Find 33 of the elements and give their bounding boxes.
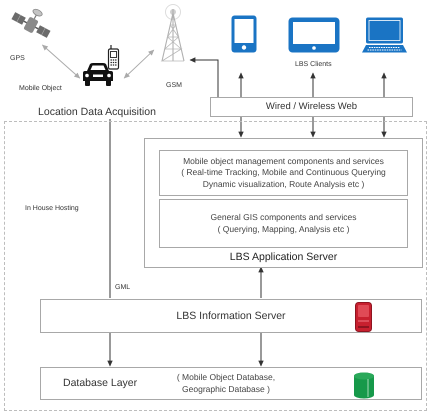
arrow xyxy=(258,266,264,298)
bar-title: Wired / Wireless Web xyxy=(266,101,358,113)
panel-title: LBS Application Server xyxy=(228,251,338,264)
arrow xyxy=(238,72,244,98)
tablet-icon xyxy=(231,15,257,53)
arrow xyxy=(310,72,316,98)
component-box xyxy=(159,199,408,248)
arrow xyxy=(107,332,113,367)
arrow xyxy=(238,116,244,138)
arrow xyxy=(310,116,316,138)
network-bar xyxy=(210,97,413,117)
server-panel xyxy=(144,138,423,268)
component-description: ( Real-time Tracking, Mobile and Continuous Querying Dynamic visualization, Route Analysis etc ) xyxy=(180,167,387,190)
monitor-icon xyxy=(288,17,340,53)
arrow xyxy=(381,116,387,138)
bar-description: ( Mobile Object Database, Geographic Database ) xyxy=(176,371,276,396)
arrow xyxy=(189,57,218,98)
component-title: Mobile object management components and services xyxy=(183,156,384,168)
laptop-icon xyxy=(361,17,408,53)
arrow xyxy=(258,332,264,367)
arrow xyxy=(124,50,154,79)
component-box xyxy=(159,150,408,196)
arrow xyxy=(42,44,80,79)
bar-title: LBS Information Server xyxy=(176,310,286,322)
layer-bar xyxy=(40,367,422,400)
arrow xyxy=(381,72,387,98)
car-with-phone-icon xyxy=(82,44,122,87)
component-title: General GIS components and services xyxy=(210,212,356,224)
section-heading: Location Data Acquisition xyxy=(26,105,168,119)
layer-bar xyxy=(40,299,422,333)
component-description: ( Querying, Mapping, Analysis etc ) xyxy=(218,224,350,235)
bar-title: Database Layer xyxy=(63,376,138,391)
dashed-region xyxy=(4,121,427,411)
